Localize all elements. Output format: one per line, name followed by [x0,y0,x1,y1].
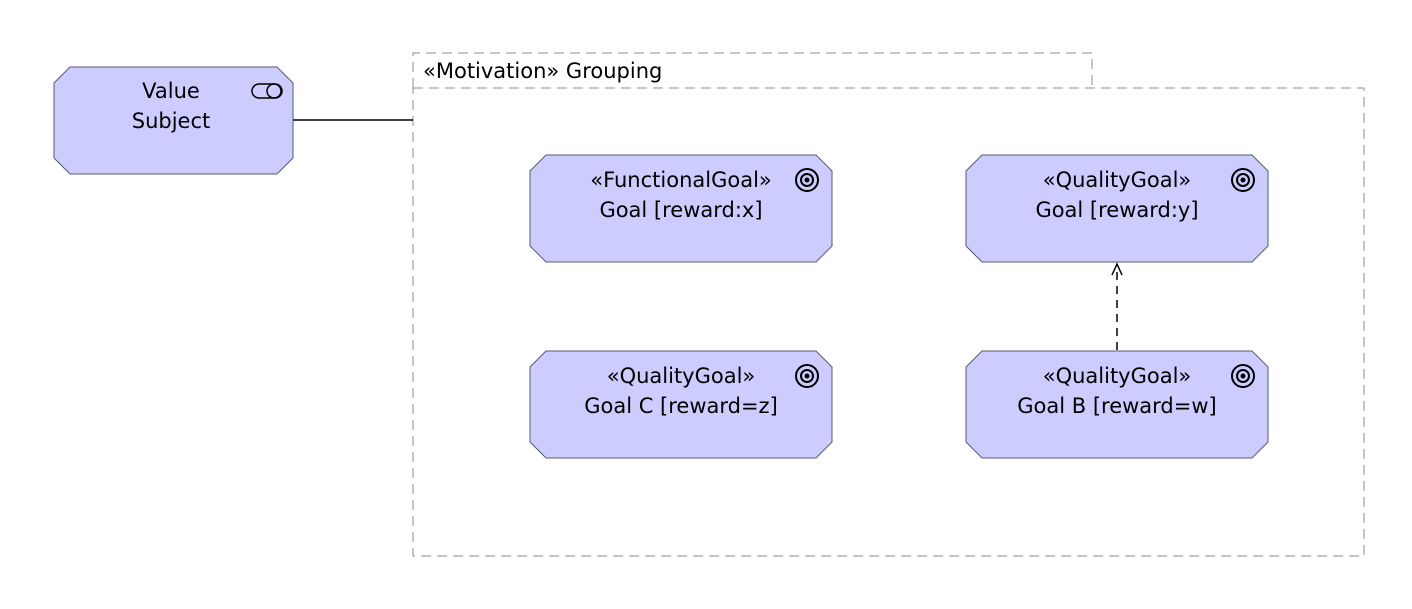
motivation-grouping[interactable]: «Motivation» Grouping [412,52,1365,557]
goal-stereotype: «QualityGoal» [1043,168,1192,192]
goal-name: Goal C [reward=z] [584,394,778,418]
goal-shape [529,350,833,459]
value-subject-line2: Subject [132,109,211,133]
value-subject-line1: Value [142,79,200,103]
grouping-tab [412,52,1093,88]
value-subject-shape [53,66,294,175]
goal-shape [965,154,1269,263]
goal-reward-y-node[interactable]: «QualityGoal» Goal [reward:y] [965,154,1269,263]
goal-shape [529,154,833,263]
toggle-icon [251,83,283,99]
goal-stereotype: «QualityGoal» [607,364,756,388]
target-icon [795,168,819,192]
goal-b-node[interactable]: «QualityGoal» Goal B [reward=w] [965,350,1269,459]
grouping-label: «Motivation» Grouping [423,59,662,83]
goal-functional-node[interactable]: «FunctionalGoal» Goal [reward:x] [529,154,833,263]
goal-shape [965,350,1269,459]
target-icon [795,364,819,388]
goal-stereotype: «QualityGoal» [1043,364,1192,388]
goal-c-node[interactable]: «QualityGoal» Goal C [reward=z] [529,350,833,459]
goal-name: Goal B [reward=w] [1017,394,1216,418]
goal-name: Goal [reward:y] [1035,198,1198,222]
target-icon [1231,364,1255,388]
influence-edge[interactable] [1111,262,1123,350]
grouping-body [412,87,1365,557]
open-arrowhead [1111,262,1123,276]
target-icon [1231,168,1255,192]
goal-name: Goal [reward:x] [599,198,762,222]
value-subject-node[interactable]: Value Subject [53,66,294,175]
goal-stereotype: «FunctionalGoal» [590,168,772,192]
